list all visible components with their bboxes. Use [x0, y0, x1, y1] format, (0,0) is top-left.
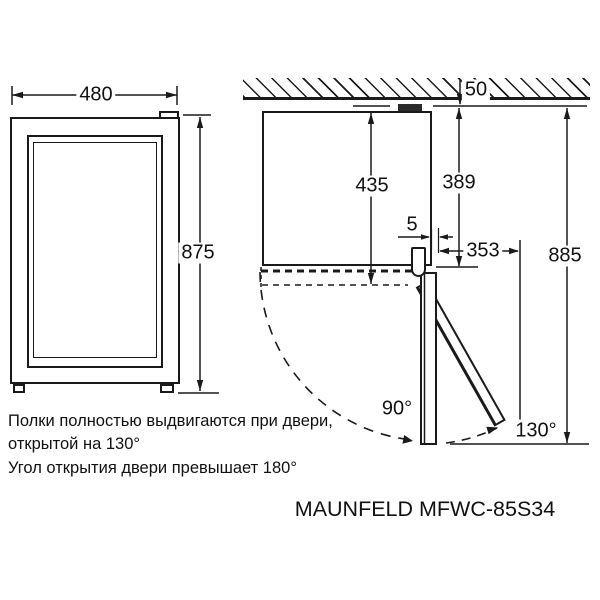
door-swing-arc-130: [445, 426, 498, 444]
angle-90-label: 90°: [379, 397, 415, 421]
top-view-cabinet-body: [262, 111, 432, 266]
top-view-hinge-plate: [398, 104, 422, 111]
door-closed-dashed: [260, 267, 412, 288]
dim-353-label: 353: [463, 240, 503, 262]
dim-389-label: 389: [439, 172, 479, 194]
dim-50-label: 50: [461, 79, 491, 101]
front-view-left-foot: [13, 384, 25, 393]
dim-480-label: 480: [76, 84, 116, 106]
wall-hatch: [243, 78, 590, 100]
door-open-90-deg: [420, 272, 437, 445]
dim-885-label: 885: [545, 245, 585, 267]
dim-885-linework: [450, 108, 589, 445]
front-view-right-foot: [160, 384, 174, 393]
model-label: MAUNFELD MFWC-85S34: [294, 497, 556, 521]
front-view-hinge-cap: [159, 111, 179, 119]
dim-435-label: 435: [352, 175, 392, 197]
front-view-glass-pane: [33, 142, 157, 358]
dim-875-label: 875: [178, 242, 218, 264]
note-door-angle: Угол открытия двери превышает 180°: [8, 459, 297, 477]
note-shelves-line1: Полки полностью выдвигаются при двери,: [8, 412, 333, 430]
note-shelves-line2: открытой на 130°: [8, 435, 140, 453]
door-hinge: [411, 247, 426, 277]
dim-5-label: 5: [403, 214, 421, 236]
angle-130-label: 130°: [513, 419, 559, 443]
